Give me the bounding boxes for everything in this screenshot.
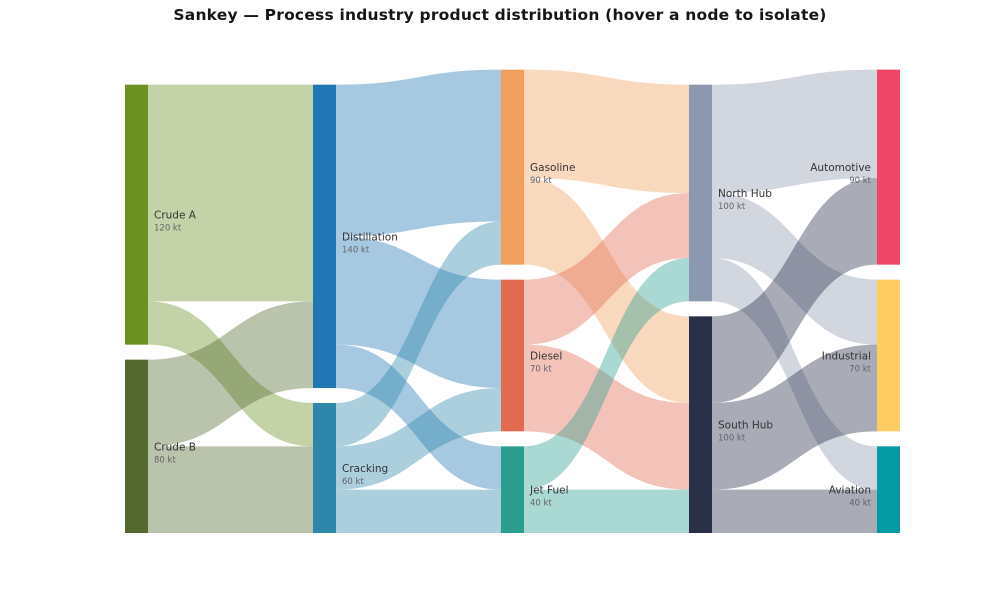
flow-crude-b-to-cracking[interactable]: [148, 446, 313, 533]
node-label-south-hub: South Hub: [718, 420, 773, 432]
node-industrial[interactable]: [877, 279, 900, 432]
flow-distillation-to-diesel[interactable]: [336, 236, 501, 388]
node-value-industrial: 70 kt: [849, 365, 871, 375]
flow-crude-a-to-distillation[interactable]: [148, 84, 313, 302]
flow-gasoline-to-south-hub[interactable]: [524, 178, 689, 403]
node-value-north-hub: 100 kt: [718, 202, 746, 212]
node-label-cracking: Cracking: [342, 463, 388, 475]
node-value-crude-a: 120 kt: [154, 224, 182, 234]
flow-jet-fuel-to-north-hub[interactable]: [524, 258, 689, 490]
node-label-aviation: Aviation: [829, 485, 871, 497]
node-value-crude-b: 80 kt: [154, 455, 176, 465]
node-label-industrial: Industrial: [822, 351, 871, 363]
flow-south-hub-to-automotive[interactable]: [712, 178, 877, 403]
node-crude-a[interactable]: [125, 84, 148, 345]
node-label-jet-fuel: Jet Fuel: [529, 485, 569, 497]
node-label-gasoline: Gasoline: [530, 162, 575, 174]
node-south-hub[interactable]: [689, 316, 712, 533]
node-label-crude-b: Crude B: [154, 441, 196, 453]
node-cracking[interactable]: [313, 403, 336, 533]
node-value-jet-fuel: 40 kt: [530, 499, 552, 509]
flow-diesel-to-north-hub[interactable]: [524, 193, 689, 345]
node-gasoline[interactable]: [501, 69, 524, 265]
node-automotive[interactable]: [877, 69, 900, 265]
node-label-automotive: Automotive: [810, 162, 871, 174]
node-label-diesel: Diesel: [530, 351, 562, 363]
node-value-distillation: 140 kt: [342, 245, 370, 255]
node-label-crude-a: Crude A: [154, 210, 197, 222]
flow-north-hub-to-automotive[interactable]: [712, 69, 877, 193]
node-value-automotive: 90 kt: [849, 176, 871, 186]
node-distillation[interactable]: [313, 84, 336, 389]
flow-north-hub-to-industrial[interactable]: [712, 193, 877, 345]
flow-distillation-to-jet-fuel[interactable]: [336, 344, 501, 490]
chart-title: Sankey — Process industry product distri…: [173, 6, 827, 24]
node-jet-fuel[interactable]: [501, 446, 524, 533]
node-label-distillation: Distillation: [342, 231, 398, 243]
flow-diesel-to-south-hub[interactable]: [524, 344, 689, 490]
flow-north-hub-to-aviation[interactable]: [712, 258, 877, 490]
flow-cracking-to-jet-fuel[interactable]: [336, 489, 501, 533]
flow-crude-b-to-distillation[interactable]: [148, 301, 313, 447]
flow-crude-a-to-cracking[interactable]: [148, 301, 313, 447]
node-value-gasoline: 90 kt: [530, 176, 552, 186]
flow-south-hub-to-industrial[interactable]: [712, 344, 877, 490]
flow-distillation-to-gasoline[interactable]: [336, 69, 501, 237]
flow-cracking-to-gasoline[interactable]: [336, 221, 501, 447]
node-aviation[interactable]: [877, 446, 900, 533]
node-value-south-hub: 100 kt: [718, 434, 746, 444]
node-value-aviation: 40 kt: [849, 499, 871, 509]
node-value-diesel: 70 kt: [530, 365, 552, 375]
flow-gasoline-to-north-hub[interactable]: [524, 69, 689, 193]
flow-jet-fuel-to-south-hub[interactable]: [524, 489, 689, 533]
node-value-cracking: 60 kt: [342, 477, 364, 487]
node-label-north-hub: North Hub: [718, 188, 772, 200]
node-diesel[interactable]: [501, 279, 524, 432]
node-north-hub[interactable]: [689, 84, 712, 302]
flow-south-hub-to-aviation[interactable]: [712, 489, 877, 533]
node-crude-b[interactable]: [125, 359, 148, 533]
flow-cracking-to-diesel[interactable]: [336, 388, 501, 490]
